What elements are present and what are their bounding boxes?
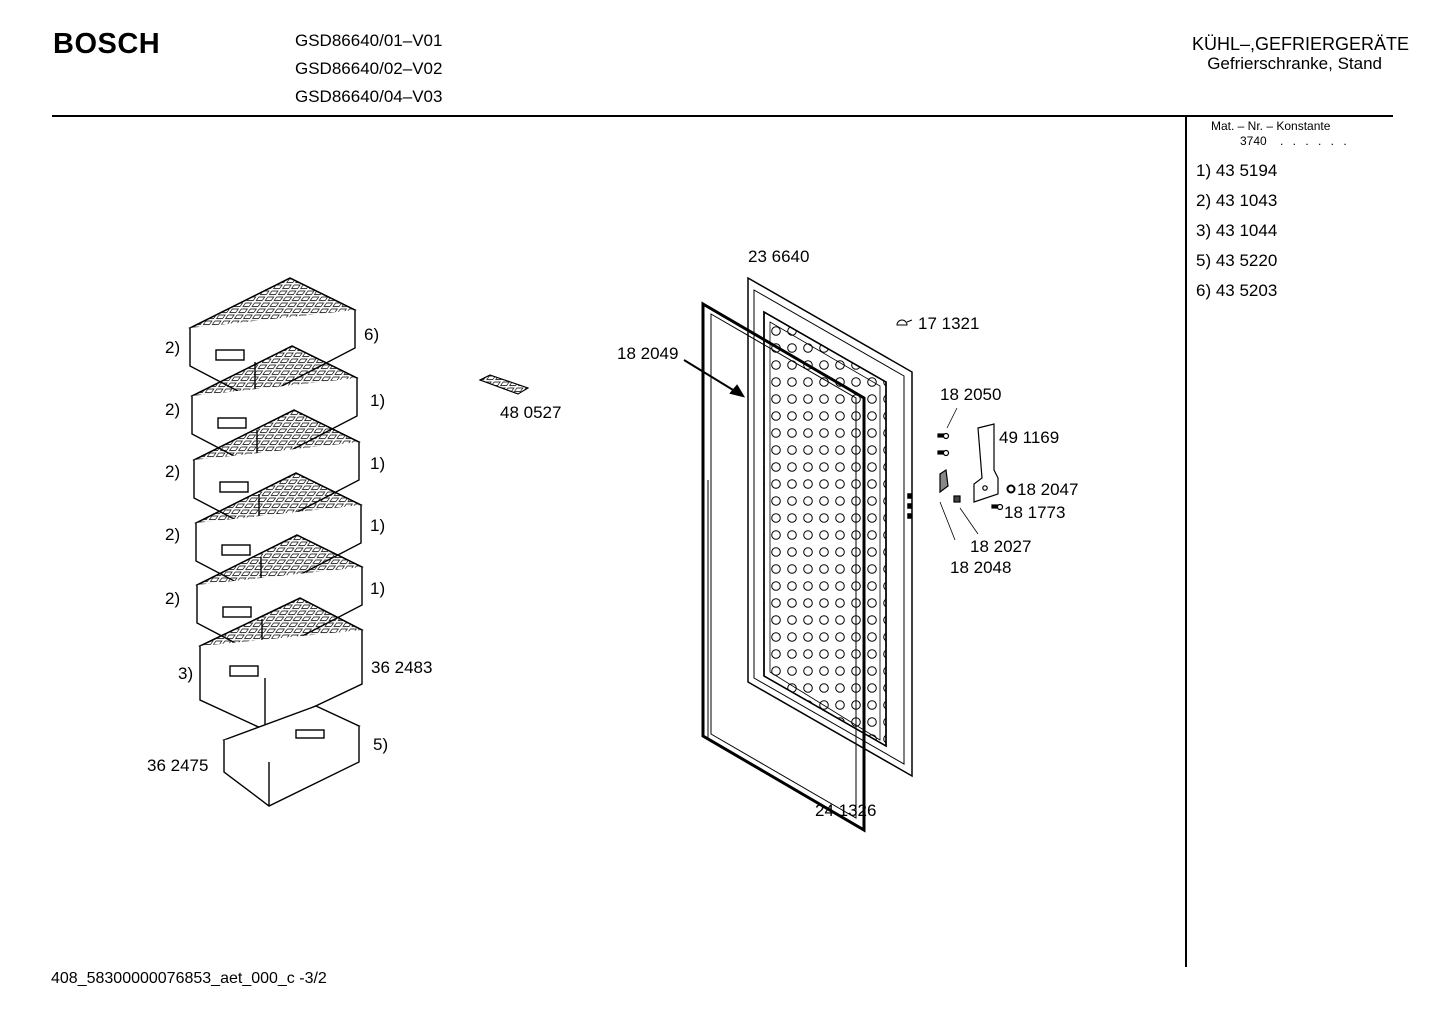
material-table-header: Mat. – Nr. – Konstante bbox=[1211, 119, 1331, 133]
part-screw-top: 17 1321 bbox=[918, 314, 980, 333]
part-cam-a: 18 2027 bbox=[970, 537, 1032, 556]
category-title: KÜHL–,GEFRIERGERÄTE bbox=[1191, 34, 1409, 54]
washer-icon bbox=[1006, 484, 1016, 494]
material-item: 1) 43 5194 bbox=[1196, 161, 1278, 180]
callout-left: 2) bbox=[165, 525, 181, 544]
hinge-parts bbox=[896, 319, 1016, 511]
ice-tray bbox=[478, 374, 530, 395]
part-screws: 18 2050 bbox=[940, 385, 1002, 404]
gasket-pointer-arrow bbox=[683, 359, 746, 398]
drawer-5 bbox=[222, 705, 361, 807]
model-number-3: GSD86640/04–V03 bbox=[295, 87, 443, 106]
material-item: 3) 43 1044 bbox=[1196, 221, 1278, 240]
material-constant: 3740 bbox=[1240, 134, 1267, 148]
callout-bottom-left: 36 2475 bbox=[147, 756, 209, 775]
sidebar-divider bbox=[1185, 117, 1187, 967]
material-list: 1) 43 5194 2) 43 1043 3) 43 1044 5) 43 5… bbox=[1196, 160, 1277, 310]
material-item: 6) 43 5203 bbox=[1196, 281, 1278, 300]
callout-left: 2) bbox=[165, 462, 181, 481]
callout-left: 2) bbox=[165, 338, 181, 357]
part-washer: 18 2047 bbox=[1017, 480, 1079, 499]
callout-right: 6) bbox=[364, 325, 380, 344]
callout-left: 2) bbox=[165, 589, 181, 608]
door-gasket bbox=[701, 301, 866, 833]
part-pin: 18 1773 bbox=[1004, 503, 1066, 522]
part-door: 23 6640 bbox=[748, 247, 810, 266]
callout-right: 1) bbox=[370, 391, 386, 410]
part-cam-b: 18 2048 bbox=[950, 558, 1012, 577]
callout-left: 2) bbox=[165, 400, 181, 419]
part-gasket-pointer: 18 2049 bbox=[617, 344, 679, 363]
drawer-stack bbox=[188, 277, 364, 807]
brand-logo: BOSCH bbox=[53, 28, 161, 60]
callout-left: 3) bbox=[178, 664, 194, 683]
callout-right: 5) bbox=[373, 735, 389, 754]
callout-right: 1) bbox=[370, 516, 386, 535]
screw-icons bbox=[937, 432, 1004, 511]
callout-right: 1) bbox=[370, 454, 386, 473]
screw-head-icon bbox=[896, 319, 913, 326]
callout-right: 1) bbox=[370, 579, 386, 598]
document-id: 408_58300000076853_aet_000_c -3/2 bbox=[51, 970, 327, 987]
leader-lines bbox=[939, 407, 979, 541]
drawer-3 bbox=[198, 597, 364, 731]
hinge-bracket bbox=[973, 423, 999, 503]
door-assembly bbox=[701, 276, 913, 833]
callout-right: 36 2483 bbox=[371, 658, 433, 677]
door-liner bbox=[763, 310, 887, 748]
part-hinge: 49 1169 bbox=[999, 428, 1060, 447]
header-divider bbox=[52, 115, 1393, 117]
hinge-cam bbox=[939, 468, 949, 494]
material-item: 2) 43 1043 bbox=[1196, 191, 1278, 210]
category-subtitle: Gefrierschranke, Stand bbox=[1207, 54, 1382, 73]
part-door-bottom: 24 1326 bbox=[815, 801, 877, 820]
model-number-1: GSD86640/01–V01 bbox=[295, 31, 443, 50]
material-item: 5) 43 5220 bbox=[1196, 251, 1278, 270]
material-dots: . . . . . . bbox=[1280, 134, 1350, 148]
part-ice-tray: 48 0527 bbox=[500, 403, 562, 422]
model-number-2: GSD86640/02–V02 bbox=[295, 59, 443, 78]
